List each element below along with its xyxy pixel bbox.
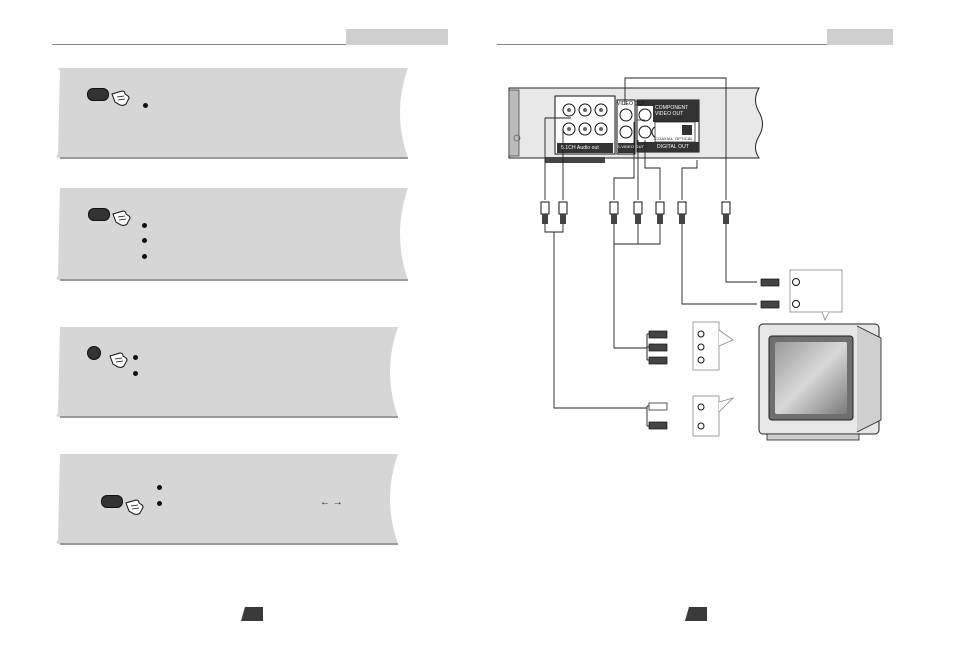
pointing-hand-icon <box>111 90 130 106</box>
component-video-out-label: COMPONENT VIDEO OUT <box>655 105 689 117</box>
audio-out-label: 5.1CH Audio out <box>561 145 599 151</box>
bullet <box>157 501 162 506</box>
left-right-arrows: ← → <box>320 497 343 508</box>
remote-button-icon <box>87 88 109 101</box>
note-panel-1 <box>56 68 409 159</box>
left-header-rule <box>52 44 448 45</box>
bullet <box>143 103 148 108</box>
round-button-icon <box>87 346 101 360</box>
bullet <box>133 355 138 360</box>
digital-out-label: DIGITAL OUT <box>657 144 689 150</box>
pointing-hand-icon <box>125 499 144 515</box>
left-page: ← → <box>52 29 448 621</box>
optical-label: OPTICAL <box>675 136 693 141</box>
bullet <box>133 371 138 376</box>
coaxial-label: COAXIAL <box>655 136 674 141</box>
bullet <box>142 223 147 228</box>
video-out-label: VIDEO OUT <box>617 101 646 107</box>
page-number-tab <box>685 607 707 621</box>
note-panel-4 <box>56 454 399 545</box>
remote-button-icon <box>101 495 123 508</box>
bullet <box>142 238 147 243</box>
bullet <box>142 254 147 259</box>
right-header-box <box>827 29 893 45</box>
note-panel-2 <box>56 188 409 281</box>
s-video-out-label: S-VIDEO OUT <box>617 144 645 149</box>
connection-diagram <box>508 77 882 441</box>
note-panel-3 <box>56 327 399 418</box>
page-number-tab <box>241 607 263 621</box>
remote-button-icon <box>88 208 110 221</box>
left-header-box <box>346 29 448 45</box>
pointing-hand-icon <box>109 352 128 368</box>
pointing-hand-icon <box>112 210 131 226</box>
bullet <box>157 485 162 490</box>
right-page: 5.1CH Audio out VIDEO OUT COMPONENT VIDE… <box>477 0 954 648</box>
right-header-rule <box>497 44 893 45</box>
